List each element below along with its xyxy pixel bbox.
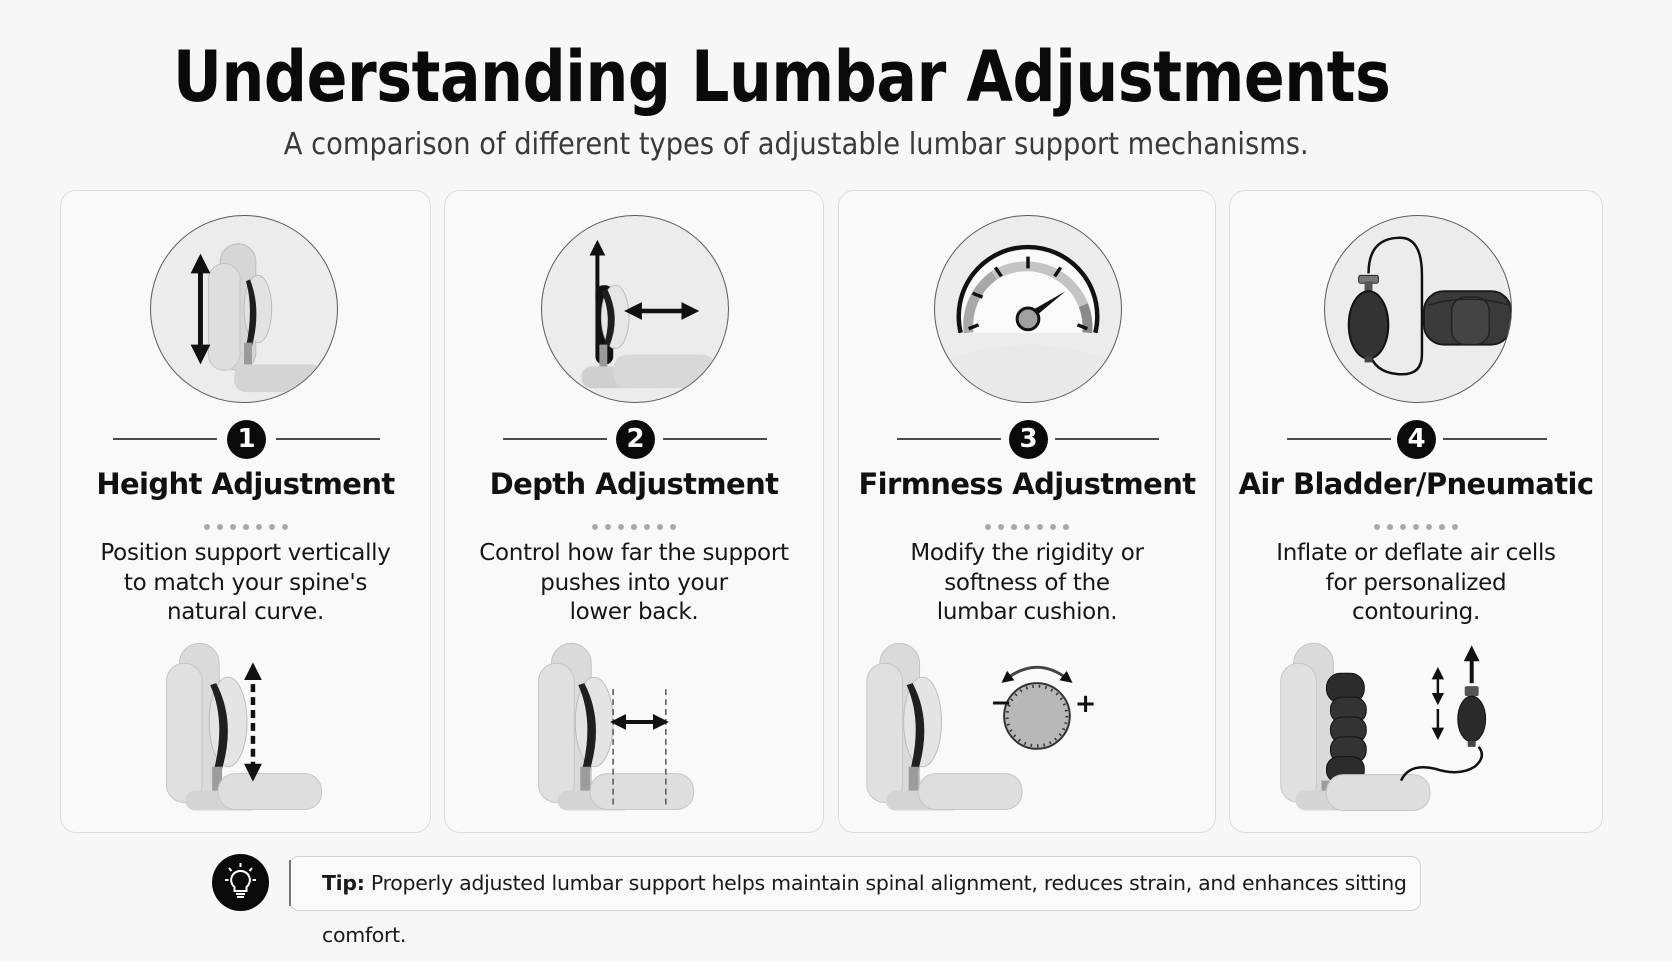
gauge-icon xyxy=(934,215,1122,403)
card-title: Firmness Adjustment xyxy=(858,467,1196,501)
dot-separator xyxy=(1230,517,1602,530)
divider-left xyxy=(1287,438,1391,440)
air-pump-bladder-icon xyxy=(1324,215,1512,403)
chair-horizontal-arrow-icon xyxy=(541,215,729,403)
dot-separator xyxy=(445,517,823,530)
lightbulb-icon xyxy=(212,854,269,911)
divider-right xyxy=(1443,438,1547,440)
tip-label: Tip: xyxy=(322,871,365,895)
card-description: Position support vertically to match you… xyxy=(100,540,391,625)
step-badge: 1 xyxy=(227,420,266,459)
divider-left xyxy=(503,438,607,440)
card-depth-adjustment: 2 Depth Adjustment Control how far the s… xyxy=(444,190,824,833)
svg-text:+: + xyxy=(1075,689,1097,719)
step-badge: 3 xyxy=(1009,420,1048,459)
dot-separator xyxy=(61,517,430,530)
divider-left xyxy=(113,438,217,440)
chair-height-adjust-illustration xyxy=(61,591,430,834)
divider-right xyxy=(276,438,380,440)
chair-firmness-knob-illustration: − + xyxy=(839,591,1215,834)
card-title: Depth Adjustment xyxy=(489,467,779,501)
card-title: Height Adjustment xyxy=(96,467,395,501)
step-badge: 4 xyxy=(1397,420,1436,459)
card-title: Air Bladder/Pneumatic xyxy=(1238,467,1594,501)
card-description: Modify the rigidity or softness of the l… xyxy=(910,540,1144,625)
page-subtitle: A comparison of different types of adjus… xyxy=(283,127,1309,162)
card-description: Inflate or deflate air cells for persona… xyxy=(1276,540,1556,625)
divider-left xyxy=(897,438,1001,440)
divider-right xyxy=(1055,438,1159,440)
page-title: Understanding Lumbar Adjustments xyxy=(173,36,1391,118)
chair-depth-adjust-illustration xyxy=(445,591,823,834)
card-air-bladder-pneumatic: 4 Air Bladder/Pneumatic Inflate or defla… xyxy=(1229,190,1603,833)
card-firmness-adjustment: 3 Firmness Adjustment Modify the rigidit… xyxy=(838,190,1216,833)
tip-box: Tip: Properly adjusted lumbar support he… xyxy=(289,856,1421,947)
chair-vertical-arrow-icon xyxy=(150,215,338,403)
chair-air-bladder-illustration xyxy=(1230,591,1602,834)
card-description: Control how far the support pushes into … xyxy=(479,540,789,625)
dot-separator xyxy=(839,517,1215,530)
divider-right xyxy=(663,438,767,440)
tip-text: Properly adjusted lumbar support helps m… xyxy=(322,871,1407,947)
svg-text:−: − xyxy=(990,688,1012,718)
tip-divider xyxy=(289,860,291,906)
card-height-adjustment: 1 Height Adjustment Position support ver… xyxy=(60,190,431,833)
step-badge: 2 xyxy=(616,420,655,459)
